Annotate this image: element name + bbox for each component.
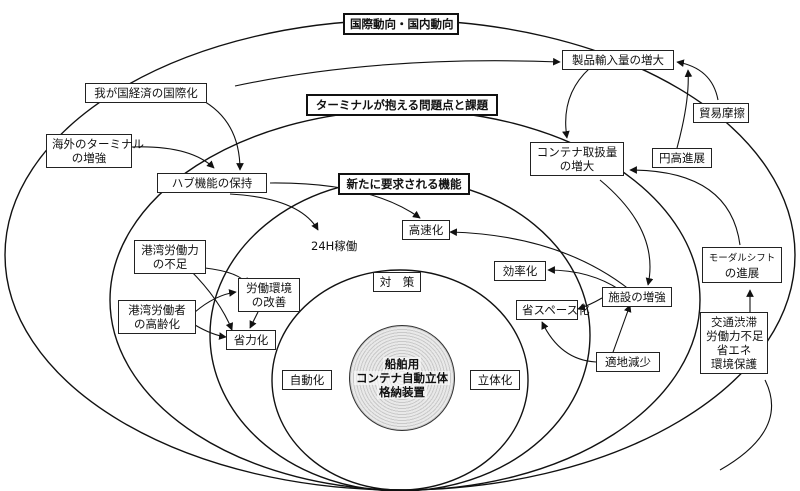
center-device-line2: コンテナ自動立体 (354, 371, 450, 385)
traffic-issues-line1: 交通渋滞 (711, 315, 757, 329)
arrow-environment-to-laborsaving (249, 311, 259, 329)
traffic-issues-line2: 労働力不足 (706, 329, 764, 343)
node-efficiency: 効率化 (494, 261, 546, 281)
node-yen-appreciation: 円高進展 (652, 148, 712, 168)
arrow-aging-to-laborsaving (194, 324, 227, 340)
arrow-hub-to-24h (229, 193, 319, 231)
node-container-volume: コンテナ取扱量 の増大 (530, 142, 624, 176)
node-modal-shift: モーダルシフト の進展 (702, 247, 782, 283)
arrow-facility-to-highspeed (449, 228, 631, 291)
modal-shift-line2: の進展 (724, 266, 760, 280)
overseas-terminals-line1: 海外のターミナル (52, 137, 144, 151)
node-aging-workers: 港湾労働者 の高齢化 (118, 300, 196, 334)
node-import-increase: 製品輸入量の増大 (562, 50, 674, 70)
aging-workers-line1: 港湾労働者 (128, 303, 186, 317)
labor-shortage-line2: の不足 (152, 257, 188, 271)
node-space-saving: 省スペース化 (516, 300, 590, 320)
arrow-aging-to-environment (194, 289, 237, 313)
work-environment-line1: 労働環境 (246, 281, 292, 295)
arrow-land-to-facility (611, 304, 632, 356)
arrow-facility-to-spacesaving (577, 297, 603, 311)
arrow-import-to-container (562, 67, 591, 139)
arrow-overseas-to-hub (131, 146, 215, 169)
arrow-laborshort-to-laborsaving (189, 269, 233, 331)
arrow-modal-to-container (629, 166, 741, 246)
center-device-line1: 船舶用 (382, 357, 422, 371)
node-hub-function: ハブ機能の保持 (157, 173, 267, 193)
arrow-land-to-spacesaving (541, 321, 597, 363)
arrow-internationalization-to-import (234, 57, 561, 87)
node-overseas-terminals: 海外のターミナル の増強 (46, 134, 144, 168)
node-land-decrease: 適地減少 (596, 352, 660, 372)
terminal-title: ターミナルが抱える問題点と課題 (306, 94, 498, 116)
container-volume-line2: の増大 (559, 159, 595, 173)
node-labor-shortage: 港湾労働力 の不足 (134, 240, 206, 274)
modal-shift-line1: モーダルシフト (708, 253, 776, 264)
node-automation: 自動化 (282, 370, 332, 390)
work-environment-line2: の改善 (251, 295, 287, 309)
node-high-speed: 高速化 (402, 220, 450, 240)
arrow-trade-to-import (676, 59, 719, 101)
arrow-facility-to-efficiency (547, 266, 621, 291)
center-device-line3: 格納装置 (377, 385, 427, 399)
arrow-container-to-facility (599, 179, 654, 286)
traffic-issues-line3: 省エネ (716, 343, 752, 357)
overseas-terminals-line2: の増強 (71, 151, 107, 165)
node-three-dimensional: 立体化 (470, 370, 520, 390)
arrow-traffic-to-outer (719, 379, 773, 471)
node-work-environment: 労働環境 の改善 (238, 278, 300, 312)
arrow-yen-to-import (676, 69, 693, 149)
node-trade-friction: 貿易摩擦 (693, 103, 749, 123)
measures-ellipse (271, 269, 529, 491)
node-labor-saving: 省力化 (226, 330, 276, 350)
center-device-disc: 船舶用 コンテナ自動立体 格納装置 (349, 325, 455, 431)
outer-title: 国際動向・国内動向 (343, 13, 459, 35)
labor-shortage-line1: 港湾労働力 (141, 243, 199, 257)
measures-title: 対 策 (373, 272, 421, 292)
new-functions-title: 新たに要求される機能 (338, 173, 470, 195)
traffic-issues-line4: 環境保護 (711, 357, 757, 371)
node-facility-strengthening: 施設の増強 (602, 287, 672, 307)
node-traffic-issues: 交通渋滞 労働力不足 省エネ 環境保護 (700, 312, 768, 374)
node-24h-operation: 24H稼働 (311, 239, 358, 253)
aging-workers-line2: の高齢化 (134, 317, 180, 331)
container-volume-line1: コンテナ取扱量 (536, 145, 618, 159)
arrow-internationalization-to-hub (199, 98, 244, 171)
node-internationalization: 我が国経済の国際化 (85, 83, 207, 103)
